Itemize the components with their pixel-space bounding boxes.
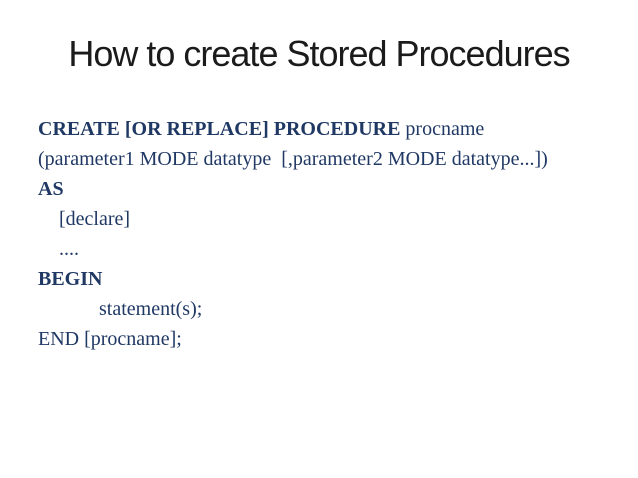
code-text: ....	[59, 238, 79, 260]
code-line: END [procname];	[38, 324, 610, 354]
code-keyword: BEGIN	[38, 268, 103, 290]
code-text: (parameter1 MODE datatype [,parameter2 M…	[38, 148, 548, 170]
code-line: ....	[38, 234, 610, 264]
code-text: procname	[400, 118, 485, 140]
slide-title: How to create Stored Procedures	[68, 33, 570, 74]
code-line: (parameter1 MODE datatype [,parameter2 M…	[38, 144, 610, 174]
code-line: BEGIN	[38, 264, 610, 294]
code-text: END [procname];	[38, 328, 182, 350]
code-text: [declare]	[59, 208, 131, 230]
code-line: [declare]	[38, 204, 610, 234]
code-line: CREATE [OR REPLACE] PROCEDURE procname	[38, 114, 610, 144]
code-block: CREATE [OR REPLACE] PROCEDURE procname (p…	[38, 114, 610, 354]
code-keyword: CREATE [OR REPLACE] PROCEDURE	[38, 118, 401, 140]
code-line: AS	[38, 174, 610, 204]
code-text: statement(s);	[99, 298, 203, 320]
code-keyword: AS	[38, 178, 64, 200]
code-line: statement(s);	[38, 294, 610, 324]
